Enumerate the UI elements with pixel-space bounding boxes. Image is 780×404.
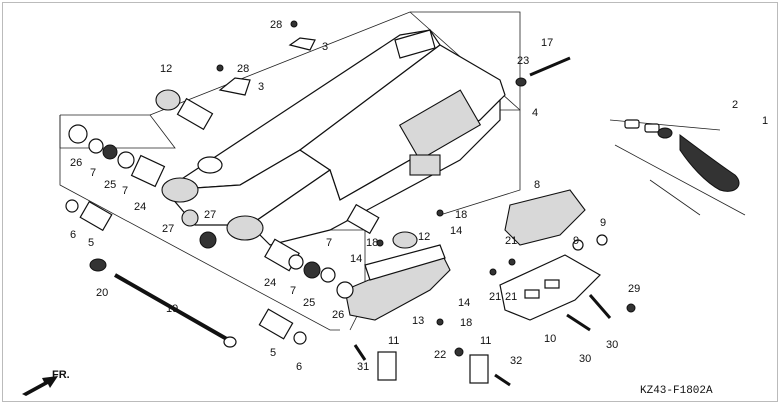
callout-28: 28 <box>237 63 249 75</box>
chain-slider <box>344 231 451 321</box>
callout-7: 7 <box>122 185 128 197</box>
callout-30: 30 <box>579 353 591 365</box>
callout-25: 25 <box>303 297 315 309</box>
callout-4: 4 <box>532 107 538 119</box>
callout-27: 27 <box>162 223 174 235</box>
callout-27: 27 <box>204 209 216 221</box>
callout-11: 11 <box>388 335 399 347</box>
callout-21: 21 <box>489 291 501 303</box>
callout-24: 24 <box>264 277 276 289</box>
callout-12: 12 <box>418 231 430 243</box>
callout-3: 3 <box>322 41 328 53</box>
callout-9: 9 <box>573 235 579 247</box>
callout-22: 22 <box>434 349 446 361</box>
callout-28: 28 <box>270 19 282 31</box>
callout-10: 10 <box>544 333 556 345</box>
callout-29: 29 <box>628 283 640 295</box>
callout-21: 21 <box>505 291 517 303</box>
callout-2: 2 <box>732 99 738 111</box>
swingarm-body <box>161 29 506 246</box>
callout-20: 20 <box>96 287 108 299</box>
callout-25: 25 <box>104 179 116 191</box>
bushings-and-bearings <box>65 89 608 384</box>
callout-18: 18 <box>366 237 378 249</box>
callout-8: 8 <box>534 179 540 191</box>
callout-30: 30 <box>606 339 618 351</box>
chain-guide <box>499 189 601 321</box>
pivot-shaft <box>114 273 237 348</box>
callout-19: 19 <box>166 303 178 315</box>
callout-1: 1 <box>762 115 768 127</box>
drive-chain <box>609 119 746 216</box>
bolts-and-nuts <box>216 20 636 387</box>
callout-7: 7 <box>290 285 296 297</box>
callout-21: 21 <box>505 235 517 247</box>
callout-5: 5 <box>88 237 94 249</box>
callout-18: 18 <box>460 317 472 329</box>
callout-3: 3 <box>258 81 264 93</box>
front-direction-arrow: FR. <box>22 369 70 396</box>
callout-7: 7 <box>90 167 96 179</box>
callout-5: 5 <box>270 347 276 359</box>
callout-26: 26 <box>332 309 344 321</box>
callout-14: 14 <box>450 225 462 237</box>
callout-23: 23 <box>517 55 529 67</box>
callout-7: 7 <box>326 237 332 249</box>
callout-13: 13 <box>412 315 424 327</box>
callout-17: 17 <box>541 37 553 49</box>
callout-12: 12 <box>160 63 172 75</box>
direction-label: FR. <box>52 369 70 381</box>
callout-31: 31 <box>357 361 369 373</box>
callout-24: 24 <box>134 201 146 213</box>
callout-11: 11 <box>480 335 491 347</box>
callout-6: 6 <box>70 229 76 241</box>
callout-9: 9 <box>600 217 606 229</box>
callout-14: 14 <box>350 253 362 265</box>
callout-14: 14 <box>458 297 470 309</box>
callout-18: 18 <box>455 209 467 221</box>
callout-32: 32 <box>510 355 522 367</box>
callout-6: 6 <box>296 361 302 373</box>
drawing-code: KZ43-F1802A <box>640 385 713 397</box>
callout-26: 26 <box>70 157 82 169</box>
